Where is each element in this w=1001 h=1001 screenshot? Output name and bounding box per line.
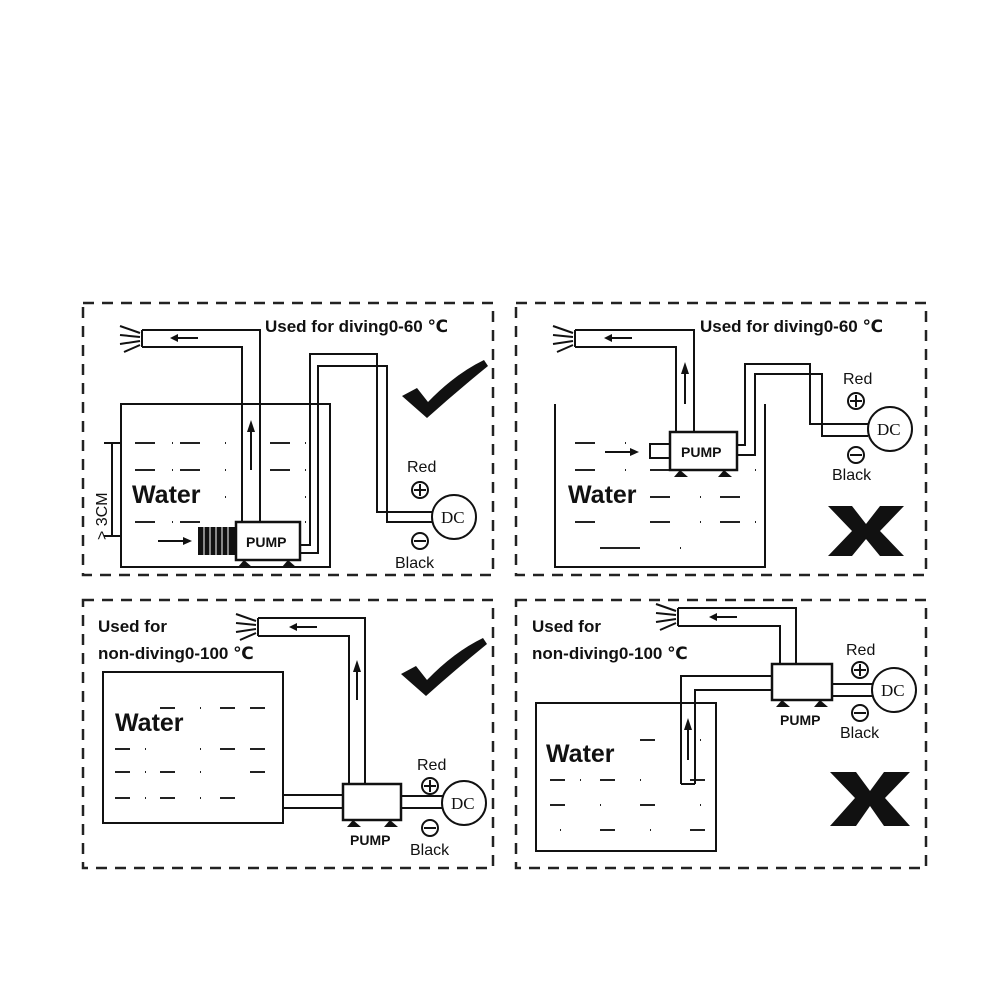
power-cable [300,353,432,554]
minus-icon [847,446,865,464]
outlet-pipe [257,617,366,784]
dc-label: DC [441,508,465,527]
plus-icon [421,777,439,795]
dc-power-source [867,406,913,452]
dc-label: DC [451,794,475,813]
inlet-pipe [283,794,343,809]
dc-power-source [441,780,487,826]
panel-frame [81,301,495,577]
panel-title-line2: non-diving0-100 ℃ [532,644,688,663]
panel-bottom-left: Used for non-diving0-100 ℃ Water [81,598,495,870]
water-label: Water [115,709,184,737]
black-label: Black [840,725,880,742]
red-label: Red [846,642,875,659]
red-label: Red [417,757,446,774]
dc-label: DC [877,420,901,439]
pump: PUMP [770,662,834,728]
panel-title: Used for diving0-60 ℃ [700,317,883,336]
dc-label: DC [881,681,905,700]
black-label: Black [832,467,872,484]
water-label: Water [546,740,615,768]
pump: PUMP [158,520,302,567]
check-icon [402,360,488,418]
dc-power-source [871,667,917,713]
water-label: Water [132,481,201,509]
outlet-pipe [574,329,695,432]
outlet-pipe [677,607,797,664]
water-tank: Water [535,702,717,852]
minus-icon [411,532,429,550]
power-cable [737,363,868,456]
water-label: Water [568,481,637,509]
panel-title-line1: Used for [98,617,167,636]
pump-label: PUMP [780,712,820,728]
plus-icon [847,392,865,410]
panel-top-left: Used for diving0-60 ℃ Water > 3CM [81,301,495,577]
black-label: Black [395,555,435,572]
black-label: Black [410,842,450,859]
panel-bottom-right: Used for non-diving0-100 ℃ Water [514,598,928,870]
power-cable [401,795,443,809]
panel-frame [81,598,495,870]
inlet-pipe [680,675,772,785]
red-label: Red [407,459,436,476]
plus-icon [411,481,429,499]
dc-power-source [431,494,477,540]
depth-marker: > 3CM [94,442,120,540]
panel-top-right: Used for diving0-60 ℃ Water [514,301,928,577]
minus-icon [421,819,439,837]
spray-icon [235,613,257,641]
pump-label: PUMP [246,534,286,550]
pump: PUMP [341,782,403,848]
spray-icon [119,325,141,353]
water-tank: Water [120,403,331,568]
check-icon [401,638,487,696]
panel-title: Used for diving0-60 ℃ [265,317,448,336]
panel-title-line2: non-diving0-100 ℃ [98,644,254,663]
minus-icon [851,704,869,722]
spray-icon [552,325,574,353]
outlet-pipe [141,329,261,522]
pump-label: PUMP [681,444,721,460]
pump: PUMP [605,430,739,477]
plus-icon [851,661,869,679]
panel-frame [514,598,928,870]
spray-icon [655,603,677,631]
red-label: Red [843,371,872,388]
panel-title-line1: Used for [532,617,601,636]
water-tank: Water [554,404,766,568]
water-tank: Water [102,671,284,824]
pump-label: PUMP [350,832,390,848]
cross-icon [828,506,904,556]
cross-icon [830,772,910,826]
depth-label: > 3CM [94,492,111,540]
power-cable [832,683,872,697]
